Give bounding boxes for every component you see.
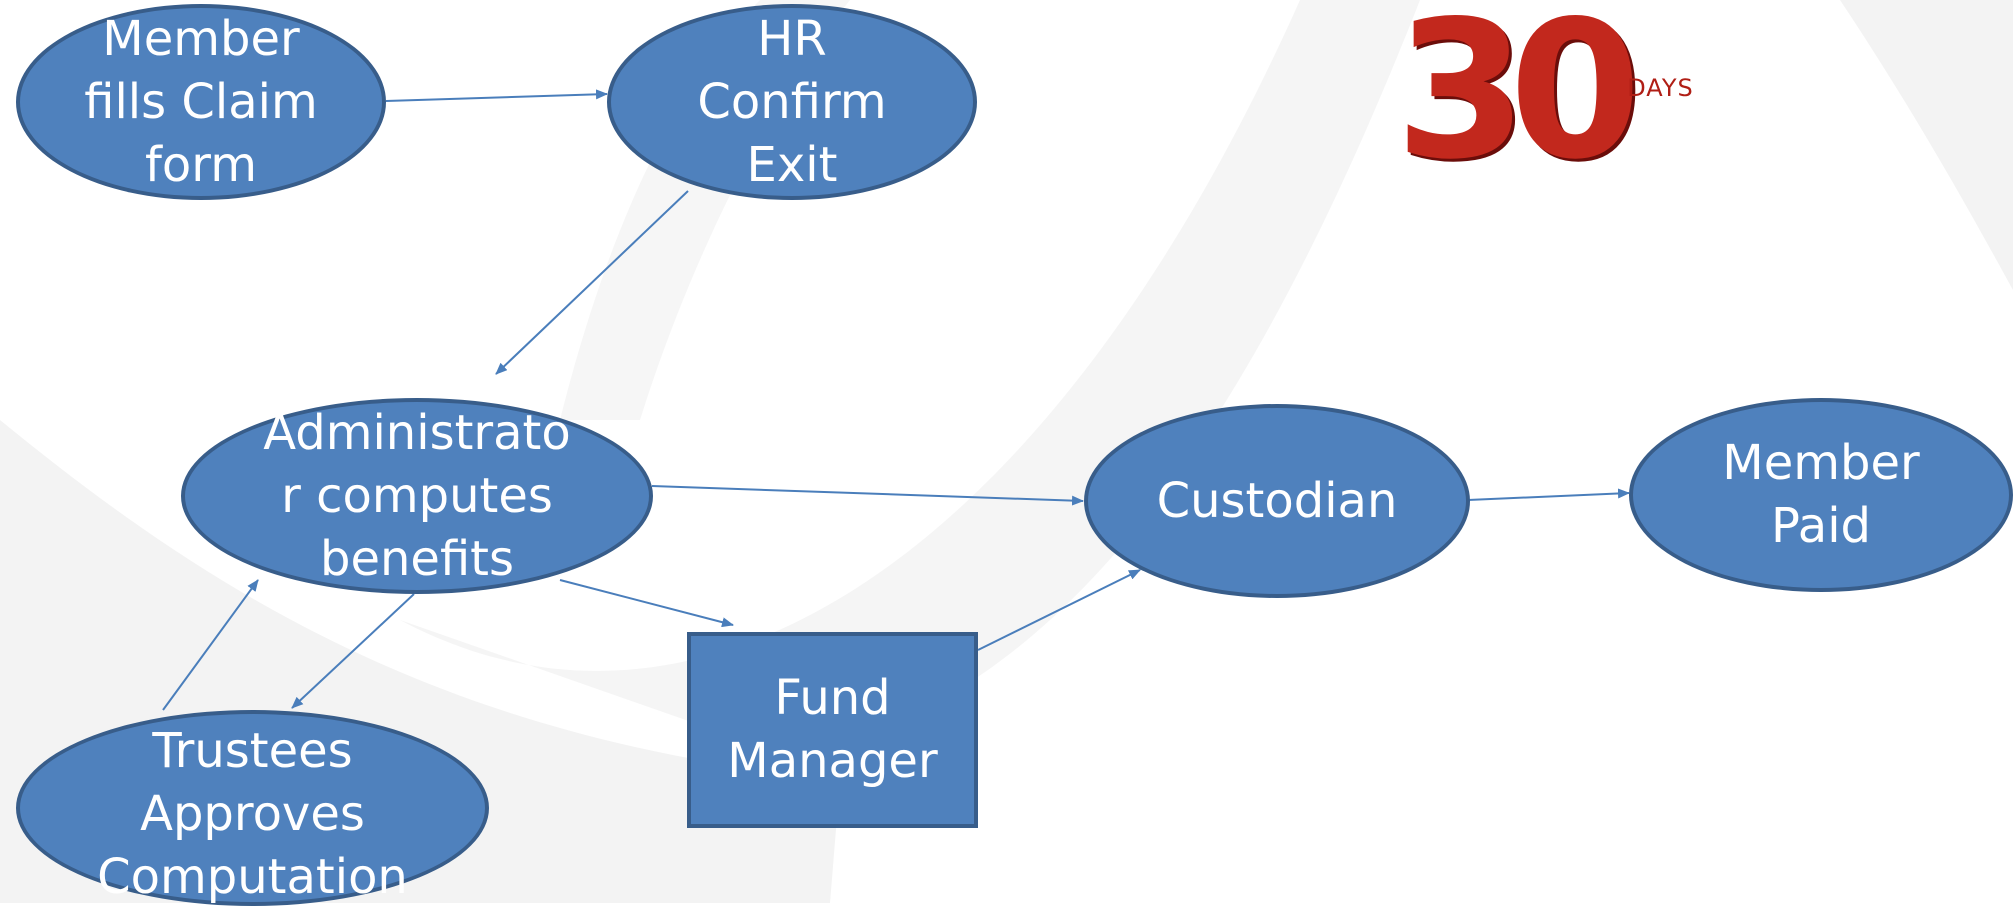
node-label: Custodian <box>1156 472 1398 529</box>
arrow-hr-to-administrator <box>495 190 689 375</box>
arrow-administrator-to-trustees <box>291 593 415 709</box>
node-label: Administrato r computes benefits <box>263 404 571 587</box>
node-trustees: Trustees Approves Computation <box>16 710 489 906</box>
thirty-days-badge: 30 DAYS <box>1395 0 1755 201</box>
badge-number: 30 <box>1395 0 1641 201</box>
node-custodian: Custodian <box>1084 404 1470 598</box>
node-label: Member fills Claim form <box>84 10 318 193</box>
arrow-trustees-to-administrator <box>162 579 259 711</box>
arrow-administrator-to-fund-manager <box>559 579 734 628</box>
node-label: HR Confirm Exit <box>697 10 887 193</box>
node-administrator: Administrato r computes benefits <box>181 398 653 594</box>
node-label: Trustees Approves Computation <box>97 723 408 905</box>
node-fund-manager: Fund Manager <box>687 632 978 828</box>
node-label: Member Paid <box>1722 435 1920 554</box>
arrow-administrator-to-custodian <box>651 485 1084 506</box>
arrow-member-to-hr <box>385 89 608 102</box>
node-member-paid: Member Paid <box>1629 398 2013 592</box>
badge-unit: DAYS <box>1627 74 1694 102</box>
arrow-fund-manager-to-custodian <box>977 569 1141 651</box>
background-swoosh <box>1840 0 2013 290</box>
node-label: Fund Manager <box>727 670 938 789</box>
arrow-custodian-to-member-paid <box>1467 488 1630 501</box>
background-swoosh <box>400 0 1420 760</box>
node-hr-confirm-exit: HR Confirm Exit <box>607 4 977 200</box>
node-member-fills-claim: Member fills Claim form <box>16 4 386 200</box>
